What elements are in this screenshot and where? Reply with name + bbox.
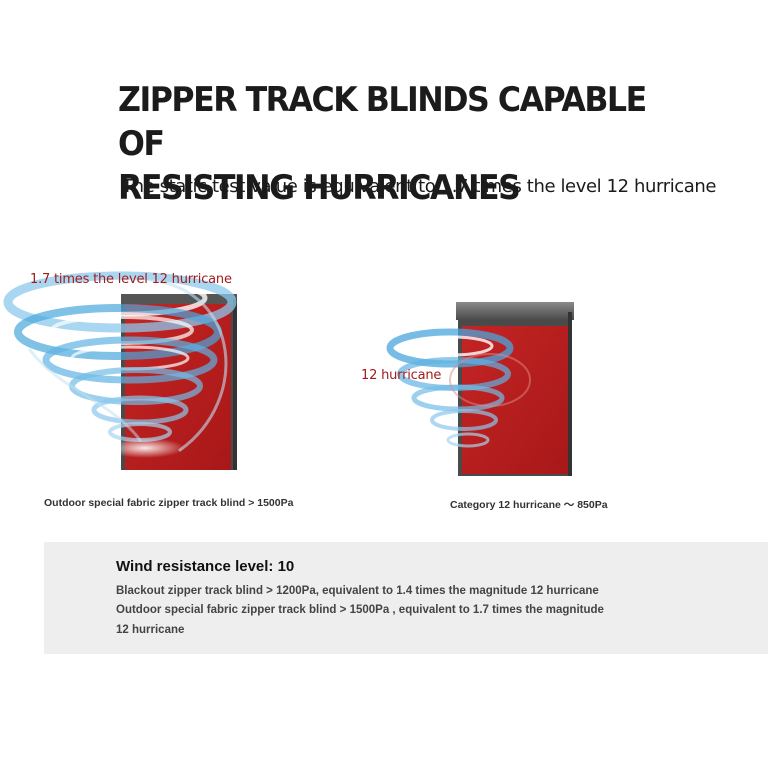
title-line-1: ZIPPER TRACK BLINDS CAPABLE OF <box>118 80 647 164</box>
right-hurricane-tag: 12 hurricane <box>361 368 442 383</box>
hurricane-right-illustration <box>386 302 574 476</box>
panel-title: Wind resistance level: 10 <box>116 558 295 575</box>
hurricane-swirl-left <box>3 271 237 452</box>
right-scene-caption: Category 12 hurricane ～ 850Pa <box>450 499 608 511</box>
panel-line-1: Blackout zipper track blind > 1200Pa, eq… <box>116 585 599 597</box>
page-subtitle: The static test value is equivalent to 1… <box>122 176 717 197</box>
title-line-2: RESISTING HURRICANES <box>118 168 521 208</box>
left-scene-caption: Outdoor special fabric zipper track blin… <box>44 497 294 509</box>
hurricane-left-illustration <box>3 271 237 470</box>
zipper-blind-right <box>456 302 574 476</box>
right-scene <box>380 290 600 480</box>
hurricane-swirl-right <box>386 328 531 448</box>
left-hurricane-tag: 1.7 times the level 12 hurricane <box>30 272 232 287</box>
wind-resistance-panel: Wind resistance level: 10 Blackout zippe… <box>44 542 768 654</box>
panel-line-2: Outdoor special fabric zipper track blin… <box>116 604 604 616</box>
page-title: ZIPPER TRACK BLINDS CAPABLE OF RESISTING… <box>118 78 695 210</box>
panel-line-3: 12 hurricane <box>116 624 185 636</box>
left-scene <box>0 250 300 470</box>
